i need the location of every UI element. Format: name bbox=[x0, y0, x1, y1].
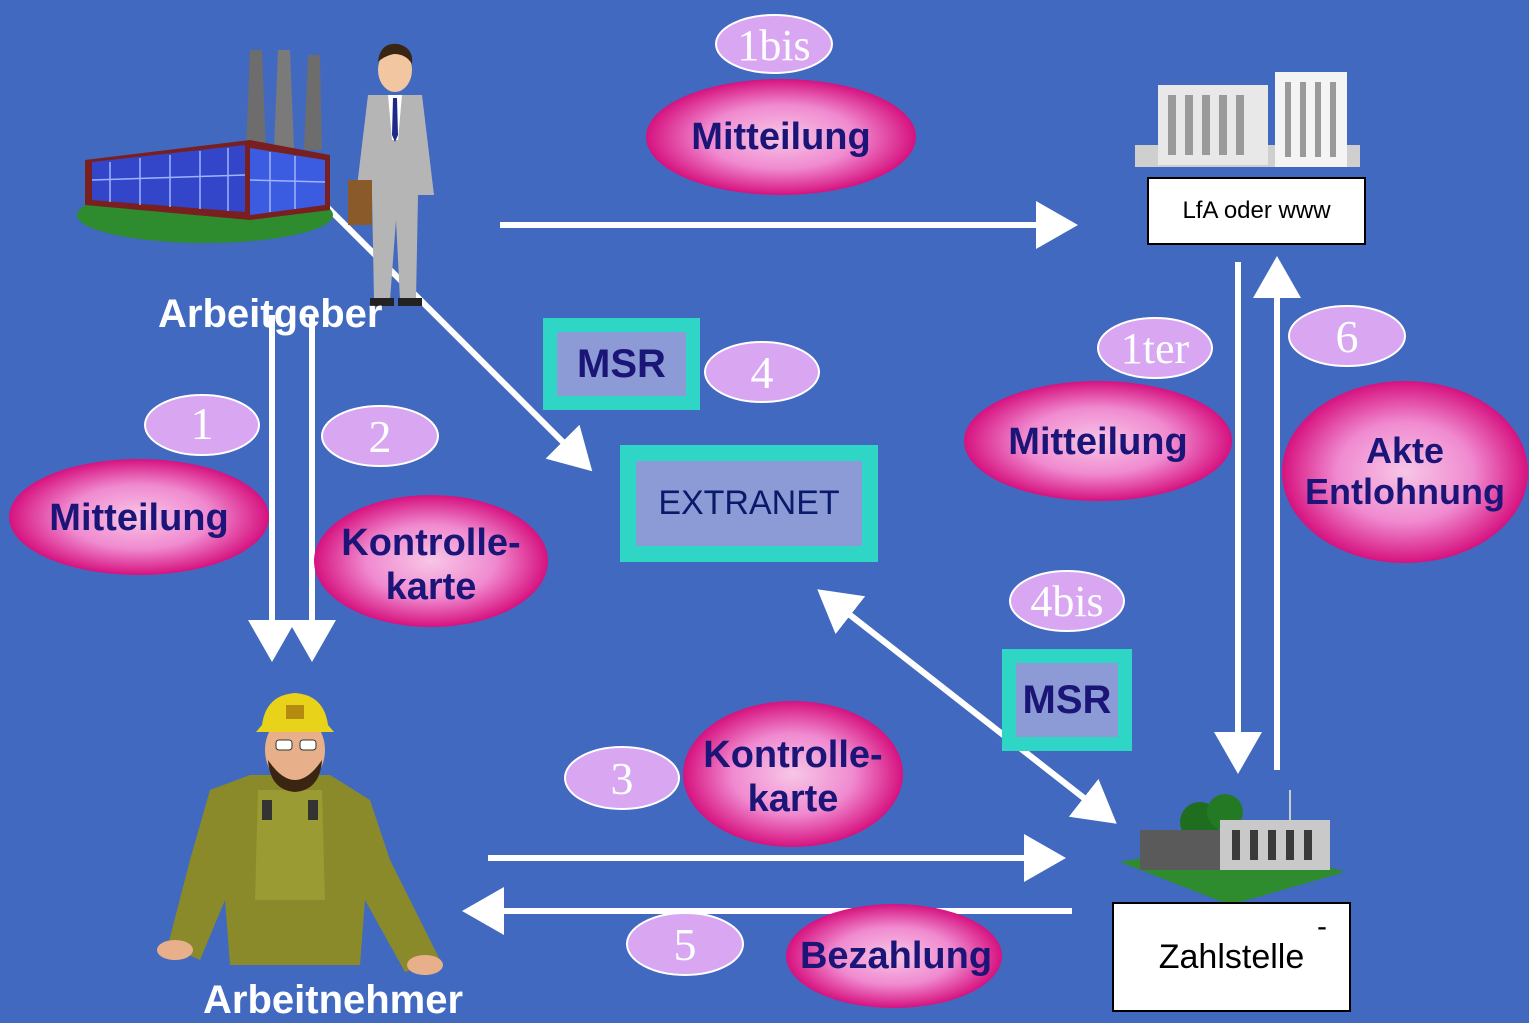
ellipse-mitteilung-1 bbox=[9, 459, 269, 575]
label-ellipses bbox=[9, 79, 1528, 1008]
step-1: 1 bbox=[190, 398, 214, 449]
kontrollkarte-2-line1: Kontrolle- bbox=[341, 522, 521, 564]
kontrollkarte-2-label: Kontrolle- karte bbox=[316, 522, 546, 609]
ellipse-akte bbox=[1282, 381, 1528, 563]
mitteilung-1ter-label: Mitteilung bbox=[1008, 421, 1188, 463]
badge-1ter bbox=[1097, 317, 1213, 379]
msr-4-box: MSR bbox=[557, 332, 686, 396]
step-1ter: 1ter bbox=[1120, 324, 1190, 373]
step-5: 5 bbox=[673, 919, 697, 970]
ellipse-bezahlung bbox=[786, 904, 1002, 1008]
ellipse-mitteilung-1bis bbox=[646, 79, 916, 195]
lfa-label: LfA oder www bbox=[1182, 197, 1331, 224]
factory-icon bbox=[77, 50, 333, 243]
worker-icon bbox=[157, 693, 443, 975]
office-building-icon bbox=[1135, 72, 1360, 167]
badge-4bis bbox=[1009, 570, 1125, 632]
step-4bis: 4bis bbox=[1030, 577, 1104, 626]
step-2: 2 bbox=[368, 411, 392, 462]
badge-1bis bbox=[715, 14, 833, 74]
badge-5 bbox=[626, 912, 744, 976]
msr-4-label: MSR bbox=[577, 341, 666, 386]
step-6: 6 bbox=[1335, 311, 1359, 362]
bezahlung-label: Bezahlung bbox=[799, 935, 993, 977]
mitteilung-1-label: Mitteilung bbox=[49, 497, 229, 539]
badge-1 bbox=[144, 394, 260, 456]
employee-label: Arbeitnehmer bbox=[203, 978, 464, 1022]
arrow-zahlstelle-to-extranet bbox=[817, 589, 1114, 823]
kontrollkarte-3-label: Kontrolle- karte bbox=[678, 734, 908, 821]
badge-3 bbox=[564, 746, 680, 810]
badge-2 bbox=[321, 405, 439, 467]
msr-4bis-frame: MSR bbox=[1002, 649, 1132, 751]
kontrollkarte-3-line2: karte bbox=[747, 777, 839, 820]
step-1bis: 1bis bbox=[737, 21, 811, 70]
employer-label: Arbeitgeber bbox=[158, 292, 383, 336]
akte-label: Akte Entlohnung bbox=[1290, 430, 1520, 513]
akte-line1: Akte bbox=[1365, 430, 1445, 471]
kontrollkarte-2-line2: karte bbox=[385, 565, 477, 608]
step-4: 4 bbox=[750, 347, 774, 398]
lfa-box: LfA oder www bbox=[1147, 177, 1366, 245]
zahlstelle-box: Zahlstelle - bbox=[1112, 902, 1351, 1012]
step-badges bbox=[144, 14, 1406, 976]
msr-4bis-box: MSR bbox=[1016, 663, 1118, 737]
ellipse-kontrollkarte-3 bbox=[683, 701, 903, 847]
msr-4-frame: MSR bbox=[543, 318, 700, 410]
arrow-employer-to-extranet bbox=[307, 187, 593, 472]
kontrollkarte-3-line1: Kontrolle- bbox=[703, 734, 883, 776]
mitteilung-1bis-label: Mitteilung bbox=[691, 116, 871, 158]
extranet-label: EXTRANET bbox=[658, 484, 840, 522]
ellipse-kontrollkarte-2 bbox=[314, 495, 548, 627]
step-3: 3 bbox=[610, 753, 634, 804]
flow-arrows bbox=[248, 187, 1301, 935]
zahlstelle-label: Zahlstelle bbox=[1158, 937, 1305, 976]
businessman-icon bbox=[348, 43, 434, 306]
ellipse-mitteilung-1ter bbox=[964, 381, 1232, 501]
msr-4bis-label: MSR bbox=[1022, 677, 1112, 722]
zahlstelle-dash: - bbox=[1317, 910, 1327, 943]
extranet-frame: EXTRANET bbox=[620, 445, 878, 562]
extranet-box: EXTRANET bbox=[636, 461, 862, 546]
badge-4 bbox=[704, 341, 820, 403]
akte-line2: Entlohnung bbox=[1305, 471, 1505, 513]
badge-6 bbox=[1288, 305, 1406, 367]
bank-building-icon bbox=[1120, 790, 1345, 920]
